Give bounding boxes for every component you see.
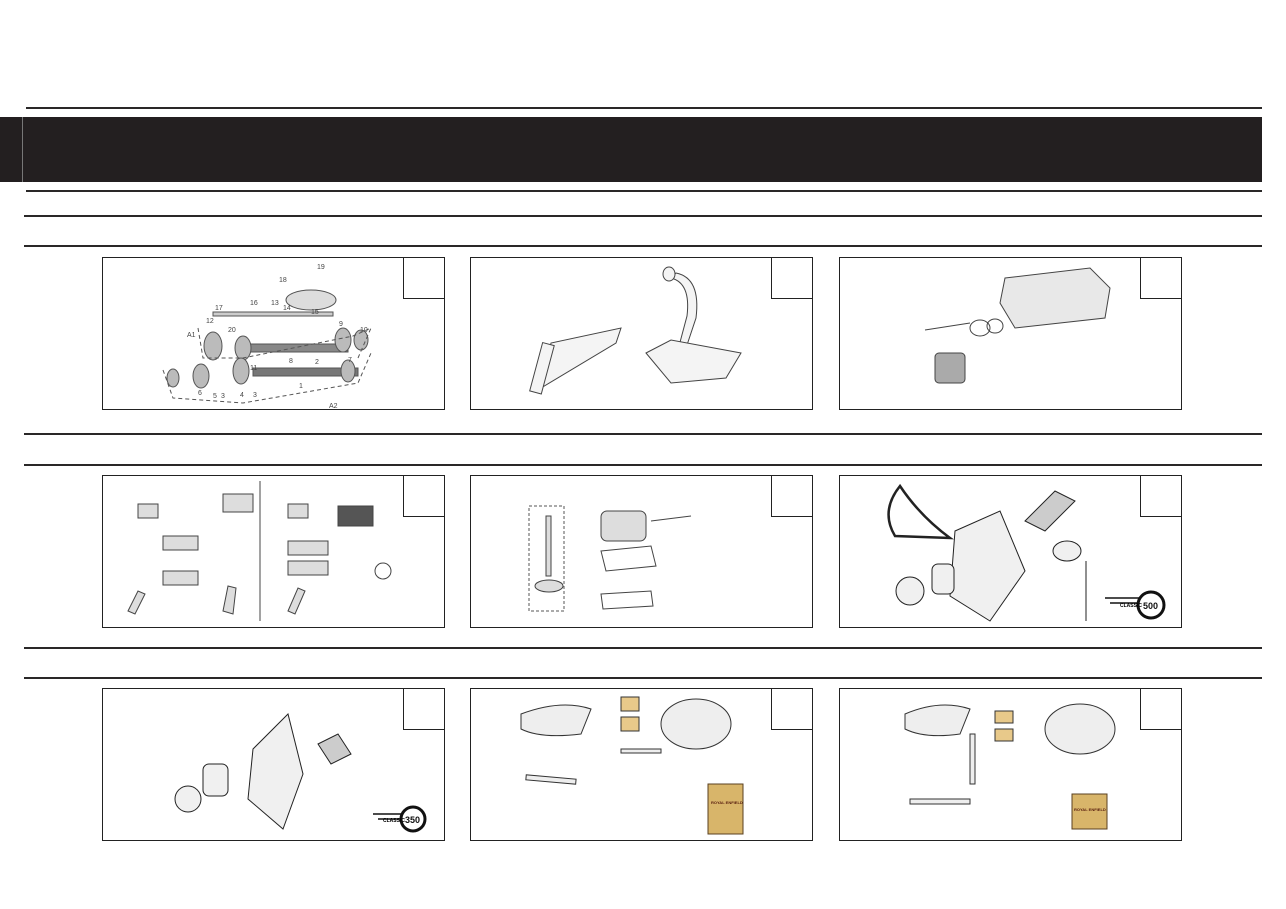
- rule: [24, 215, 1262, 217]
- header-bar: [0, 117, 1262, 182]
- callout: 14: [283, 305, 291, 312]
- callout: A2: [329, 403, 338, 410]
- diagram-exhaust-pipe: [470, 257, 813, 410]
- callout: 17: [215, 305, 223, 312]
- cylinder-head-drawing: [924, 267, 1111, 384]
- callout: 20: [228, 327, 236, 334]
- panel-corner-box: [403, 688, 445, 730]
- carburettor-drawing: [528, 505, 692, 612]
- header-bar-divider: [22, 117, 23, 182]
- logo-text: CLASSIC: [1120, 603, 1142, 609]
- royal-enfield-logo: ROYAL ENFIELD: [1074, 807, 1106, 812]
- rule: [24, 647, 1262, 649]
- diagram-air-filter-500: 500 CLASSIC: [839, 475, 1182, 628]
- callout: 13: [271, 300, 279, 307]
- logo-number: 350: [405, 815, 420, 825]
- callout: 15: [311, 309, 319, 316]
- callout: 10: [360, 327, 368, 334]
- panel-corner-box: [1140, 257, 1182, 299]
- diagram-cylinder-head: [839, 257, 1182, 410]
- exhaust-drawing: [529, 266, 742, 395]
- panel-corner-box: [403, 257, 445, 299]
- panel-corner-box: [1140, 688, 1182, 730]
- fuel-tank-drawing: ROYAL ENFIELD: [520, 696, 744, 835]
- air-filter-drawing: [887, 483, 1087, 622]
- diagram-air-filter-350: 350 CLASSIC: [102, 688, 445, 841]
- diagram-transmission-gears: 19 18 17 16 13 14 15 12 20 A1 9 10 11 8 …: [102, 257, 445, 410]
- callout: 7: [348, 357, 352, 364]
- logo-number: 500: [1143, 601, 1158, 611]
- diagram-ignition-coils: [102, 475, 445, 628]
- panel-corner-box: [771, 688, 813, 730]
- callout: 8: [289, 358, 293, 365]
- callout: 3: [221, 393, 225, 400]
- callout: A1: [187, 332, 196, 339]
- rule: [26, 190, 1262, 192]
- panel-corner-box: [771, 475, 813, 517]
- panel-corner-box: [403, 475, 445, 517]
- callout: 2: [315, 359, 319, 366]
- callout: 11: [250, 365, 257, 372]
- gear-assembly-drawing: 19 18 17 16 13 14 15 12 20 A1 9 10 11 8 …: [162, 264, 372, 410]
- rule-top: [26, 107, 1262, 109]
- classic-350-logo: 350 CLASSIC: [373, 805, 427, 833]
- rule: [24, 677, 1262, 679]
- fuel-tank-2-drawing: ROYAL ENFIELD: [904, 703, 1116, 830]
- ignition-drawing: [127, 481, 392, 621]
- callout: 16: [250, 300, 258, 307]
- panel-corner-box: [771, 257, 813, 299]
- classic-500-logo: 500 CLASSIC: [1105, 590, 1166, 620]
- panel-corner-box: [1140, 475, 1182, 517]
- rule: [24, 433, 1262, 435]
- logo-text: CLASSIC: [383, 818, 405, 824]
- callout: 12: [206, 318, 214, 325]
- callout: 18: [279, 277, 287, 284]
- diagram-carburettor: [470, 475, 813, 628]
- callout: 1: [299, 383, 303, 390]
- rule: [24, 245, 1262, 247]
- callout: 3: [253, 392, 257, 399]
- diagram-fuel-tank-1: ROYAL ENFIELD: [470, 688, 813, 841]
- royal-enfield-logo: ROYAL ENFIELD: [711, 800, 743, 805]
- rule: [24, 464, 1262, 466]
- air-filter-350-drawing: [174, 713, 352, 830]
- callout: 4: [240, 392, 244, 399]
- callout: 19: [317, 264, 325, 271]
- diagram-fuel-tank-2: ROYAL ENFIELD: [839, 688, 1182, 841]
- callout: 9: [339, 321, 343, 328]
- callout: 5: [213, 393, 217, 400]
- callout: 6: [198, 390, 202, 397]
